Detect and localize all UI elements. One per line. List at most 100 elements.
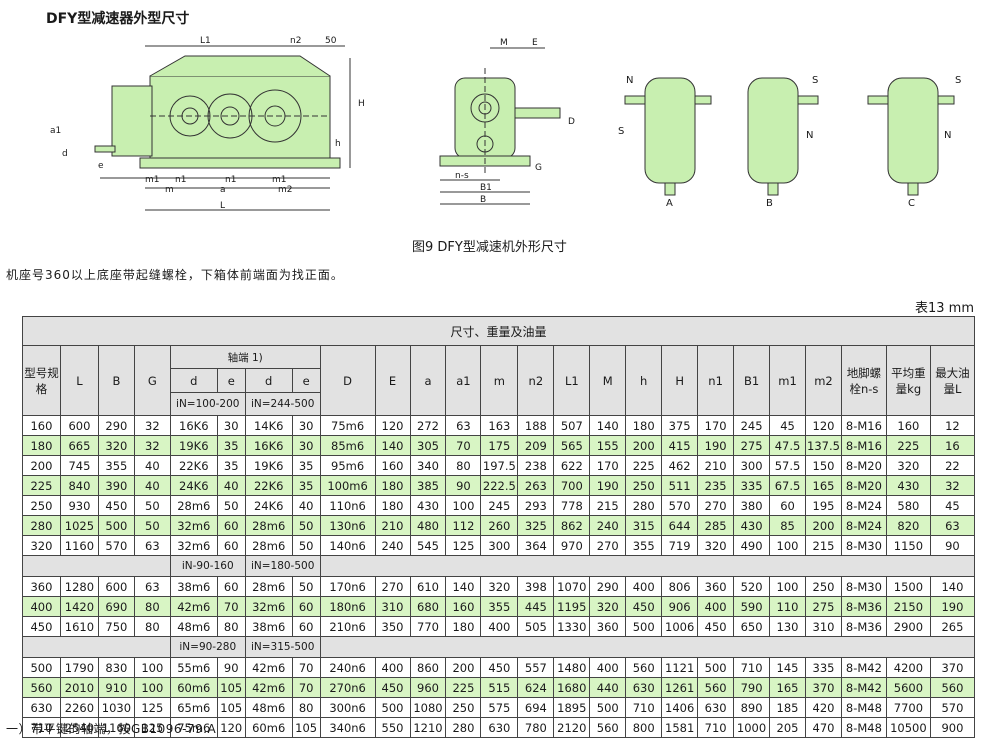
table-cell: 315 — [625, 515, 663, 536]
table-cell: 60m6 — [169, 677, 218, 698]
table-cell: 1420 — [59, 596, 99, 617]
col-H: H — [661, 345, 699, 416]
table-cell: 250 — [805, 576, 842, 597]
table-cell: 70 — [216, 596, 246, 617]
table-cell: 32m6 — [169, 535, 218, 556]
svg-text:C: C — [908, 198, 915, 209]
table-cell: 180 — [374, 495, 411, 516]
table-cell: 780 — [517, 717, 555, 738]
table-cell: 355 — [480, 596, 519, 617]
table-cell: 40 — [291, 495, 321, 516]
table-cell: 840 — [59, 475, 99, 496]
table-cell: 40 — [216, 475, 246, 496]
table-cell: 560 — [929, 677, 976, 698]
table-cell: 130n6 — [319, 515, 376, 536]
table-cell: 42m6 — [169, 596, 218, 617]
table-cell: 400 — [625, 576, 663, 597]
table-cell: 350 — [374, 616, 411, 637]
svg-text:d: d — [62, 149, 68, 159]
table-cell: 1025 — [59, 515, 99, 536]
table-cell: 175 — [480, 435, 519, 456]
table-cell: 270n6 — [319, 677, 376, 698]
table-cell: 320 — [589, 596, 627, 617]
table-cell: 750 — [97, 616, 135, 637]
table-cell: 60 — [291, 616, 321, 637]
table-cell: 50 — [291, 535, 321, 556]
table-cell: 320 — [480, 576, 519, 597]
table-cell: 160 — [445, 596, 482, 617]
table-cell: 225 — [22, 475, 61, 496]
table-cell: 2150 — [885, 596, 931, 617]
table-cell: 28m6 — [169, 495, 218, 516]
table-cell: 335 — [733, 475, 771, 496]
svg-text:n1: n1 — [175, 175, 186, 185]
table-cell: 125 — [133, 697, 171, 718]
table-cell: 500 — [697, 657, 735, 678]
table-cell: 320 — [885, 455, 931, 476]
table-cell: 245 — [733, 415, 771, 436]
table-cell: 245 — [480, 495, 519, 516]
svg-text:m1: m1 — [272, 175, 287, 185]
table-cell: 565 — [553, 435, 591, 456]
table-cell: 300 — [480, 535, 519, 556]
table-cell: 500 — [589, 697, 627, 718]
table-cell: 120 — [805, 415, 842, 436]
svg-text:m: m — [165, 185, 174, 195]
table-cell: 90 — [929, 535, 976, 556]
table-cell: 462 — [661, 455, 699, 476]
svg-text:e: e — [98, 161, 104, 171]
table-cell: 95m6 — [319, 455, 376, 476]
table-cell: 222.5 — [480, 475, 519, 496]
table-cell: 480 — [409, 515, 447, 536]
table-cell: 16K6 — [244, 435, 293, 456]
col-model: 型号规格 — [22, 345, 61, 416]
table-cell: 190 — [589, 475, 627, 496]
table-cell: 557 — [517, 657, 555, 678]
table-cell: 225 — [885, 435, 931, 456]
table-cell: 1000 — [733, 717, 771, 738]
col-n2: n2 — [517, 345, 555, 416]
table-cell: 1500 — [885, 576, 931, 597]
table-cell: 19K6 — [244, 455, 293, 476]
table-cell: 507 — [553, 415, 591, 436]
table-cell: 8-M20 — [840, 475, 887, 496]
table-cell: 400 — [374, 657, 411, 678]
table-cell: 400 — [697, 596, 735, 617]
table-cell: 930 — [59, 495, 99, 516]
table-cell: 320 — [697, 535, 735, 556]
table-cell: 70 — [291, 677, 321, 698]
table-cell: 380 — [733, 495, 771, 516]
table-cell: 45 — [769, 415, 806, 436]
svg-text:D: D — [568, 117, 575, 127]
table-cell: 60m6 — [244, 717, 293, 738]
col-weight: 平均重量kg — [885, 345, 931, 416]
table-cell: 24K6 — [244, 495, 293, 516]
table-cell: 235 — [697, 475, 735, 496]
table-cell: 137.5 — [805, 435, 842, 456]
table-cell: 398 — [517, 576, 555, 597]
table-cell: 1790 — [59, 657, 99, 678]
table-cell: 45 — [929, 495, 976, 516]
table-cell: 112 — [445, 515, 482, 536]
table-cell: 210 — [697, 455, 735, 476]
table-cell: 1210 — [409, 717, 447, 738]
table-cell: 22K6 — [244, 475, 293, 496]
ratio-range-a: iN=100-200 — [169, 392, 246, 416]
table-cell: 520 — [733, 576, 771, 597]
table-cell: 165 — [805, 475, 842, 496]
table-cell: 470 — [805, 717, 842, 738]
table-cell: 240 — [374, 535, 411, 556]
table-cell: 415 — [661, 435, 699, 456]
table-cell: 140 — [374, 435, 411, 456]
table-cell: 100 — [445, 495, 482, 516]
table-cell: 210 — [374, 515, 411, 536]
table-cell: 240 — [589, 515, 627, 536]
ratio-subheader-2: iN=90-280 iN=315-500 — [22, 636, 976, 658]
table-cell: 240n6 — [319, 657, 376, 678]
svg-text:a: a — [220, 185, 226, 195]
